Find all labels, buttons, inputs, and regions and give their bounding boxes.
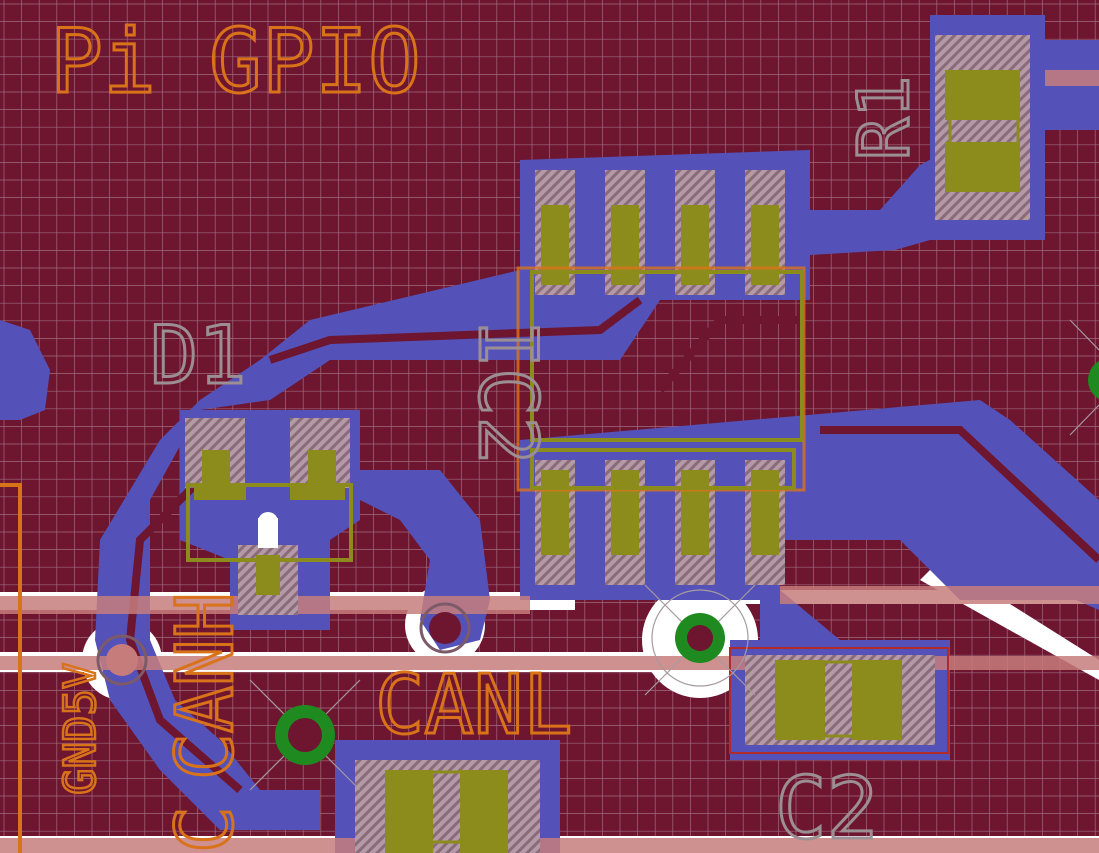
ic2-label: IC2: [461, 320, 554, 465]
copper-clearance-lines: [125, 296, 1099, 794]
board-title-label: Pi GPIO: [50, 10, 421, 113]
via-green-1[interactable]: [249, 679, 361, 791]
c2-pads[interactable]: [729, 647, 949, 754]
canl-label: CANL: [375, 658, 572, 753]
canh-label: CANH: [161, 592, 251, 780]
ic2-outline: [516, 266, 806, 492]
bottom-c-label: C: [161, 806, 251, 853]
via-left[interactable]: [96, 634, 148, 686]
c2-label: C2: [775, 759, 879, 853]
board-edge-outline: [0, 483, 22, 853]
r1-label: R1: [843, 76, 925, 160]
d1-label: D1: [150, 309, 246, 402]
r1-pads[interactable]: [935, 35, 1030, 220]
d1-pads[interactable]: [185, 418, 353, 615]
via-center[interactable]: [419, 602, 471, 654]
via-right-edge[interactable]: [1069, 319, 1099, 436]
vias[interactable]: [96, 319, 1099, 791]
ic2-pads-bottom[interactable]: [535, 460, 785, 585]
via-green-2[interactable]: [644, 584, 756, 696]
bottom-capacitor-pads[interactable]: [355, 760, 540, 853]
gnd5v-label: GND5V: [55, 663, 106, 795]
